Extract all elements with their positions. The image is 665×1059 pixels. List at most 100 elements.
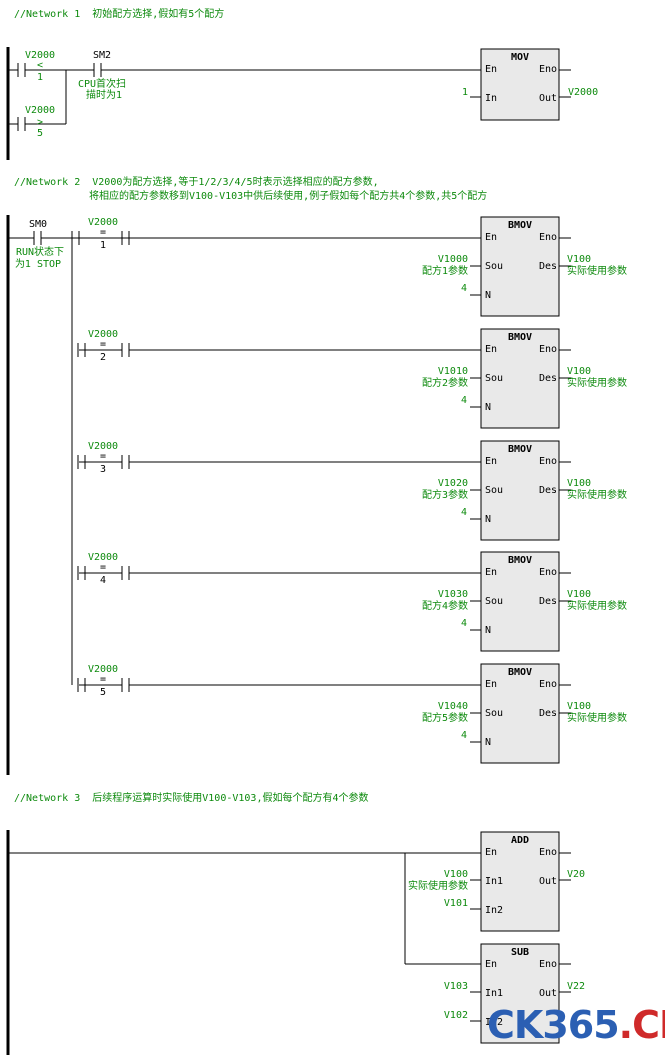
sou-addr-2: V1010 [438,366,468,377]
sm0-note1: RUN状态下 [16,245,64,258]
bmov-n-3: N [485,514,491,525]
bmov-box-3-title: BMOV [508,444,532,455]
network3-comment: //Network 3 后续程序运算时实际使用V100-V103,假如每个配方有… [14,793,369,804]
bmov-sou-2: Sou [485,373,503,384]
bmov-box-3 [480,440,560,541]
cmp-op-4: = [100,562,106,573]
contact2-op: > [37,117,43,128]
add-in1-value: V100 [444,869,468,880]
cmp-val-4: 4 [100,575,106,586]
sou-note-2: 配方2参数 [422,376,468,389]
bmov-des-5: Des [539,708,557,719]
sub-en: En [485,959,497,970]
sub-in2-value: V102 [444,1010,468,1021]
add-out: Out [539,876,557,887]
function-boxes [480,48,560,1044]
bmov-sou-1: Sou [485,261,503,272]
mov-en: En [485,64,497,75]
sub-eno: Eno [539,959,557,970]
bmov-eno-3: Eno [539,456,557,467]
add-eno: Eno [539,847,557,858]
contact2-value: 5 [37,128,43,139]
bmov-box-2 [480,328,560,429]
bmov-box-4 [480,551,560,652]
bmov-eno-5: Eno [539,679,557,690]
sm0-addr: SM0 [29,219,47,230]
cmp-addr-4: V2000 [88,552,118,563]
bmov-sou-4: Sou [485,596,503,607]
bmov-sou-3: Sou [485,485,503,496]
bmov-des-3: Des [539,485,557,496]
mov-box [480,48,560,121]
sub-box-title: SUB [511,947,529,958]
des-addr-2: V100 [567,366,591,377]
des-note-1: 实际使用参数 [567,264,627,277]
mov-in: In [485,93,497,104]
network1-comment: //Network 1 初始配方选择,假如有5个配方 [14,9,225,20]
des-addr-4: V100 [567,589,591,600]
sm0-note2: 为1 STOP [15,258,61,270]
sm2-note2: 描时为1 [86,88,122,101]
sou-addr-1: V1000 [438,254,468,265]
sou-note-1: 配方1参数 [422,264,468,277]
cmp-addr-2: V2000 [88,329,118,340]
network2-comment-line1: //Network 2 V2000为配方选择,等于1/2/3/4/5时表示选择相… [14,177,379,188]
network2-comment-line2: 将相应的配方参数移到V100-V103中供后续使用,例子假如每个配方共4个参数,… [89,191,488,202]
des-addr-1: V100 [567,254,591,265]
add-in1: In1 [485,876,503,887]
cmp-val-1: 1 [100,240,106,251]
add-in2-value: V101 [444,898,468,909]
watermark-part1: CK365 [487,1003,620,1047]
sub-out-value: V22 [567,981,585,992]
bmov-box-1-title: BMOV [508,220,532,231]
cmp-op-2: = [100,339,106,350]
sm2-addr: SM2 [93,50,111,61]
cmp-op-5: = [100,674,106,685]
sou-note-4: 配方4参数 [422,599,468,612]
sou-note-3: 配方3参数 [422,488,468,501]
mov-out-value: V2000 [568,87,598,98]
wires [6,47,571,1055]
bmov-en-1: En [485,232,497,243]
des-note-2: 实际使用参数 [567,376,627,389]
cmp-val-3: 3 [100,464,106,475]
bmov-n-1: N [485,290,491,301]
n-val-4: 4 [461,618,467,629]
sou-addr-5: V1040 [438,701,468,712]
bmov-box-5-title: BMOV [508,667,532,678]
bmov-en-5: En [485,679,497,690]
des-addr-5: V100 [567,701,591,712]
sm2-note1: CPU首次扫 [78,77,126,90]
cmp-val-5: 5 [100,687,106,698]
sub-box [480,943,560,1044]
contact1-value: 1 [37,72,43,83]
contact1-addr: V2000 [25,50,55,61]
sou-addr-4: V1030 [438,589,468,600]
bmov-des-4: Des [539,596,557,607]
bmov-des-2: Des [539,373,557,384]
cmp-addr-3: V2000 [88,441,118,452]
sub-in2: In2 [485,1017,503,1028]
bmov-eno-1: Eno [539,232,557,243]
contact1-op: < [37,60,43,71]
bmov-eno-2: Eno [539,344,557,355]
mov-eno: Eno [539,64,557,75]
bmov-des-1: Des [539,261,557,272]
mov-out: Out [539,93,557,104]
des-note-3: 实际使用参数 [567,488,627,501]
bmov-n-4: N [485,625,491,636]
sub-in1: In1 [485,988,503,999]
des-note-4: 实际使用参数 [567,599,627,612]
cmp-addr-1: V2000 [88,217,118,228]
add-out-value: V20 [567,869,585,880]
bmov-box-2-title: BMOV [508,332,532,343]
n-val-1: 4 [461,283,467,294]
add-in1-note: 实际使用参数 [408,879,468,892]
add-en: En [485,847,497,858]
mov-in-value: 1 [462,87,468,98]
n-val-3: 4 [461,507,467,518]
cmp-op-3: = [100,451,106,462]
cmp-addr-5: V2000 [88,664,118,675]
